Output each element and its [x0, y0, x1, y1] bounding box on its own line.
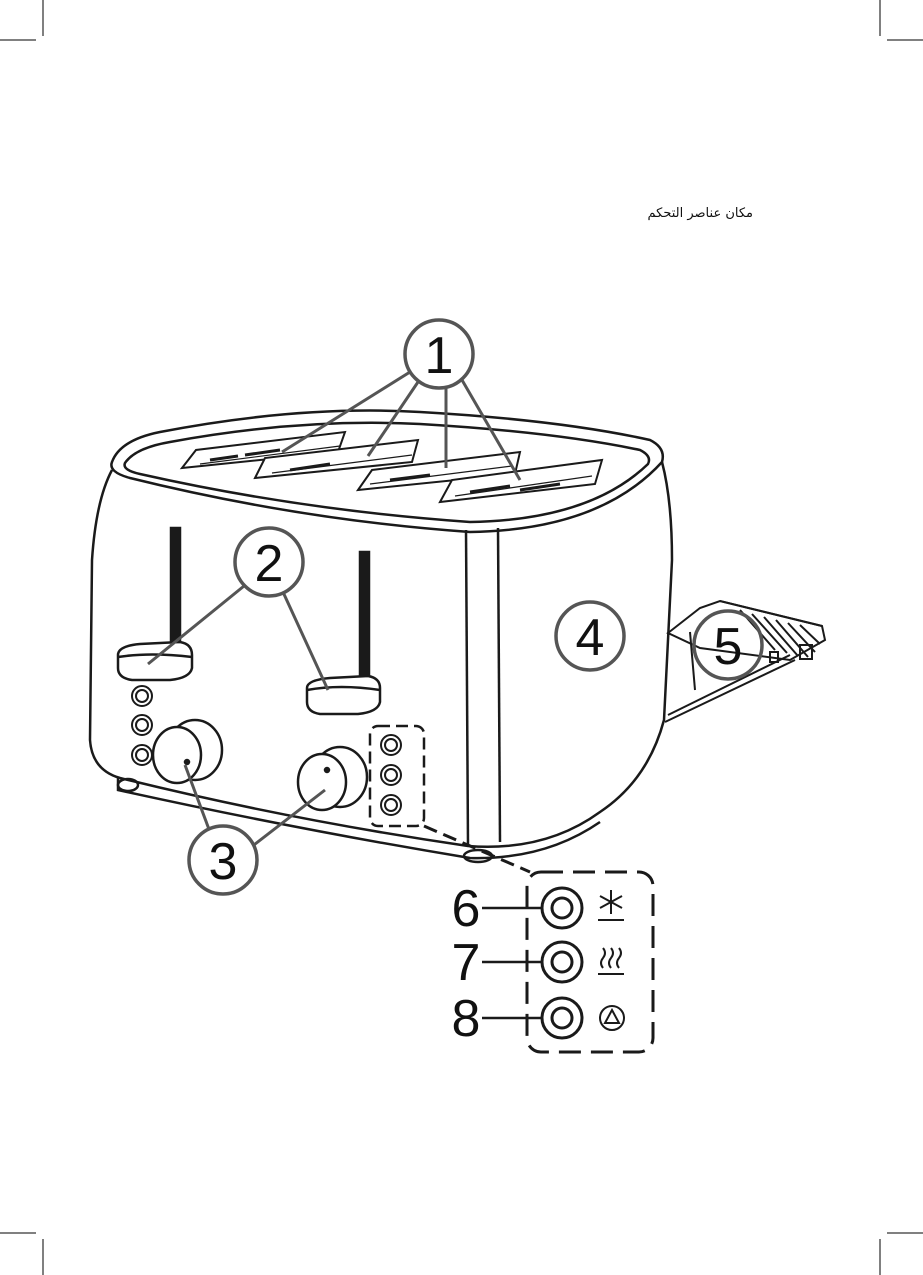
callout-7-label: 7	[452, 934, 481, 992]
crumb-tray	[665, 601, 825, 722]
callout-3-label: 3	[209, 833, 238, 891]
cancel-triangle-icon	[600, 1006, 624, 1030]
callout-2-label: 2	[255, 535, 284, 593]
callout-1-label: 1	[425, 327, 454, 385]
callout-5-label: 5	[714, 618, 743, 676]
snowflake-defrost-icon	[598, 890, 624, 920]
callout-8-label: 8	[452, 990, 481, 1048]
callout-4-label: 4	[576, 609, 605, 667]
callout-6-label: 6	[452, 880, 481, 938]
reheat-icon	[598, 948, 624, 974]
zoom-panel	[482, 872, 653, 1052]
function-buttons	[370, 726, 530, 872]
left-buttons	[132, 686, 152, 765]
